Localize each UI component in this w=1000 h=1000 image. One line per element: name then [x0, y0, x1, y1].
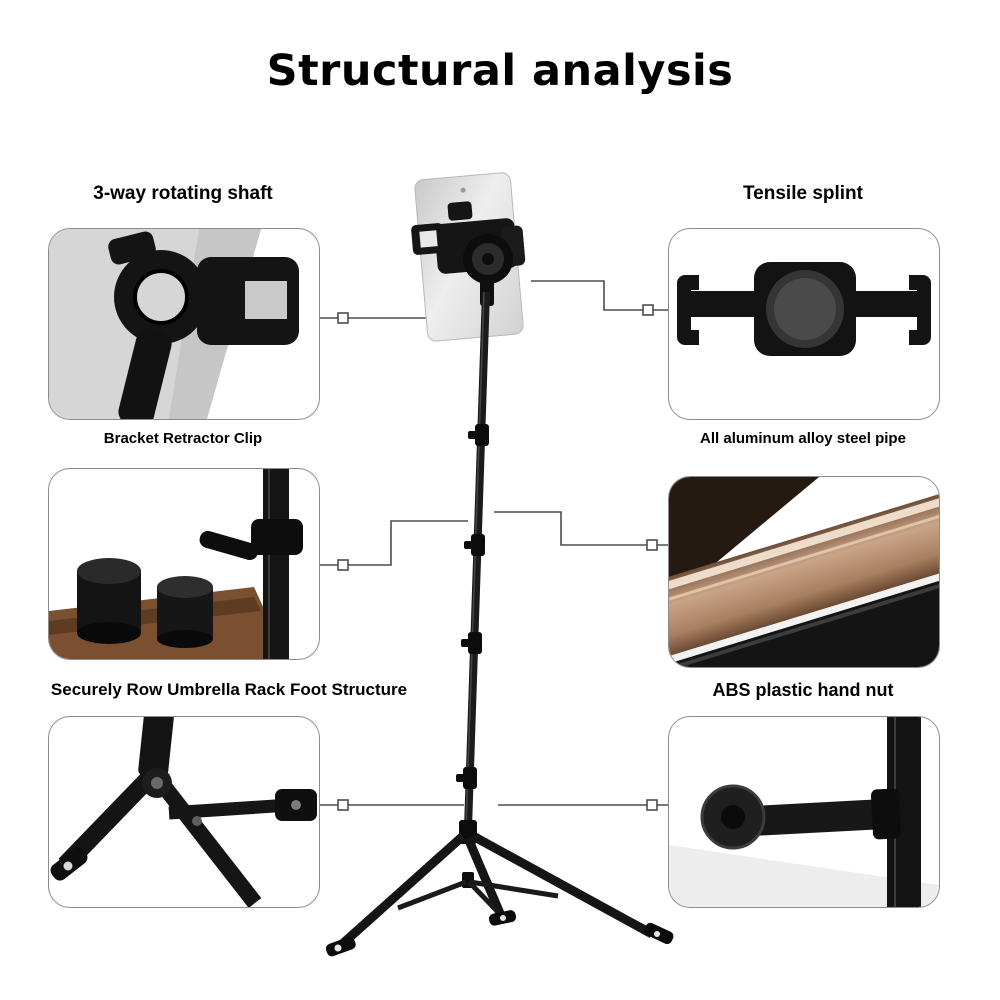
callout-box-tensile-splint [668, 228, 940, 420]
label-aluminum-pipe: All aluminum alloy steel pipe [700, 430, 906, 447]
page-title: Structural analysis [266, 46, 734, 96]
hand-nut-photo [669, 717, 939, 907]
label-tensile-splint: Tensile splint [742, 183, 863, 204]
callout-box-aluminum-pipe [668, 476, 940, 668]
rotating-shaft-photo [49, 229, 299, 419]
callout-box-rotating-shaft [48, 228, 320, 420]
label-hand-nut: ABS plastic hand nut [712, 680, 894, 700]
tablet-clamp [411, 201, 526, 306]
callout-box-bracket-retractor-clip [48, 468, 320, 660]
tensile-splint-photo [677, 262, 931, 356]
callout-box-foot-structure [48, 716, 320, 908]
bracket-clip-photo [49, 469, 303, 659]
callout-box-hand-nut [668, 716, 940, 908]
label-foot-structure: Securely Row Umbrella Rack Foot Structur… [50, 680, 408, 699]
tripod-legs [325, 820, 674, 957]
stand-pole [456, 291, 490, 829]
aluminum-pipe-photo [669, 477, 939, 667]
label-rotating-shaft: 3-way rotating shaft [93, 183, 273, 204]
label-bracket-retractor-clip: Bracket Retractor Clip [103, 430, 263, 447]
foot-structure-photo [50, 717, 317, 907]
